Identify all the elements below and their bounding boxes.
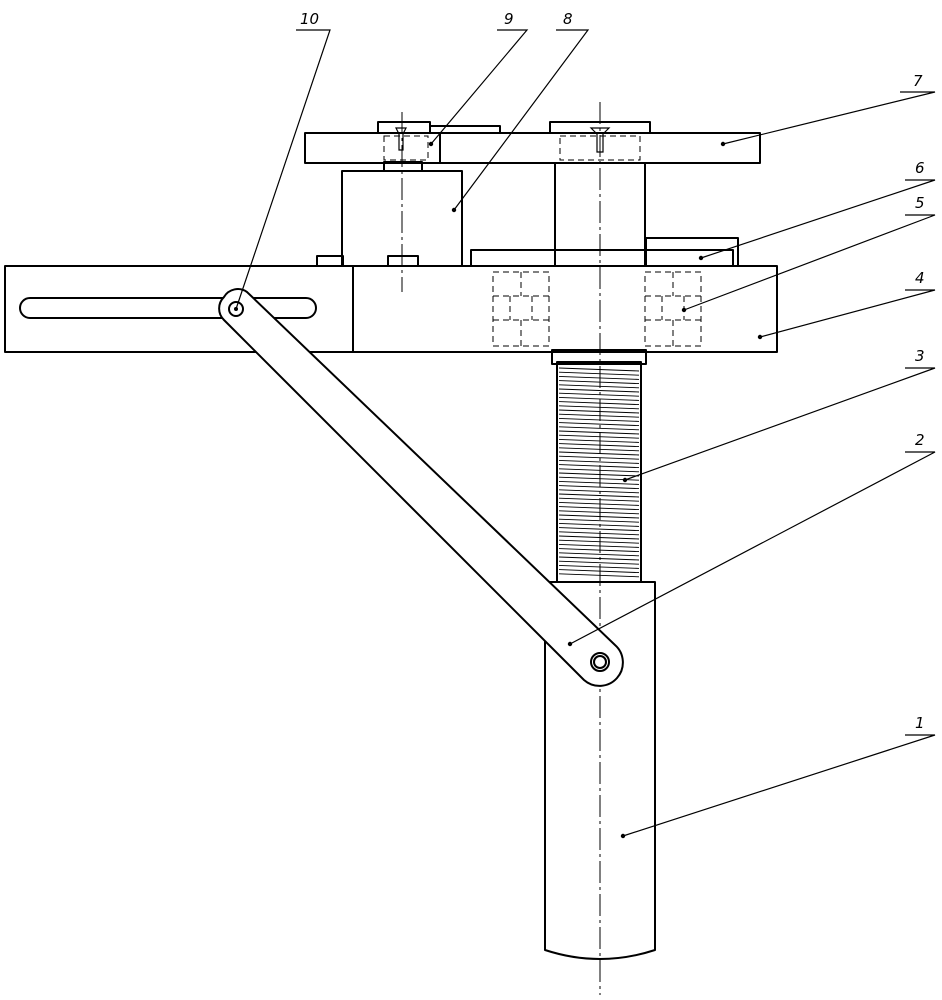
thread-line <box>558 539 640 544</box>
thread-line <box>558 552 640 557</box>
thread-line <box>558 434 640 439</box>
part-5-bearings <box>492 271 702 347</box>
part-2-link-arm <box>218 288 624 687</box>
part-3-lead-screw <box>556 361 642 583</box>
label-10: 10 <box>300 10 319 28</box>
thread-line <box>558 560 640 565</box>
thread-line <box>558 426 640 431</box>
part-4-base-plate <box>4 265 778 353</box>
thread-line <box>558 522 640 527</box>
label-8: 8 <box>563 10 573 28</box>
label-1: 1 <box>915 714 925 732</box>
thread-line <box>558 384 640 389</box>
thread-line <box>558 573 640 578</box>
part-6-top-plate <box>470 237 739 267</box>
thread-line <box>558 459 640 464</box>
thread-line <box>558 501 640 506</box>
thread-line <box>558 518 640 523</box>
thread-line <box>558 556 640 561</box>
thread-line <box>558 451 640 456</box>
leader-lines <box>235 29 936 839</box>
thread-line <box>558 543 640 548</box>
thread-line <box>558 485 640 490</box>
thread-line <box>558 468 640 473</box>
thread-line <box>558 531 640 536</box>
thread-line <box>558 422 640 427</box>
thread-line <box>558 396 640 401</box>
thread-line <box>558 371 640 376</box>
thread-line <box>558 497 640 502</box>
label-5: 5 <box>915 194 925 212</box>
thread-line <box>558 480 640 485</box>
thread-line <box>558 455 640 460</box>
thread-line <box>558 506 640 511</box>
thread-line <box>558 430 640 435</box>
thread-line <box>558 527 640 532</box>
thread-line <box>558 535 640 540</box>
thread-line <box>558 388 640 393</box>
label-4: 4 <box>915 269 925 287</box>
thread-line <box>558 392 640 397</box>
thread-line <box>558 464 640 469</box>
thread-line <box>558 514 640 519</box>
label-7: 7 <box>913 72 923 90</box>
thread-line <box>558 380 640 385</box>
thread-line <box>558 569 640 574</box>
label-2: 2 <box>915 431 925 449</box>
thread-line <box>558 443 640 448</box>
thread-line <box>558 413 640 418</box>
thread-line <box>558 438 640 443</box>
part-1-tube <box>544 581 656 960</box>
label-6: 6 <box>915 159 925 177</box>
label-9: 9 <box>504 10 514 28</box>
part-7-belt-plate <box>304 121 761 164</box>
thread-line <box>558 405 640 410</box>
thread-line <box>558 367 640 372</box>
thread-line <box>558 417 640 422</box>
small-block-mid <box>387 255 419 267</box>
thread-line <box>558 489 640 494</box>
thread-line <box>558 548 640 553</box>
thread-line <box>558 472 640 477</box>
thread-line <box>558 564 640 569</box>
small-block-left <box>316 255 344 267</box>
label-3: 3 <box>915 347 925 365</box>
thread-line <box>558 510 640 515</box>
screw-collar <box>551 349 647 365</box>
thread-line <box>558 493 640 498</box>
thread-line <box>558 409 640 414</box>
thread-line <box>558 447 640 452</box>
thread-line <box>558 401 640 406</box>
thread-line <box>558 375 640 380</box>
